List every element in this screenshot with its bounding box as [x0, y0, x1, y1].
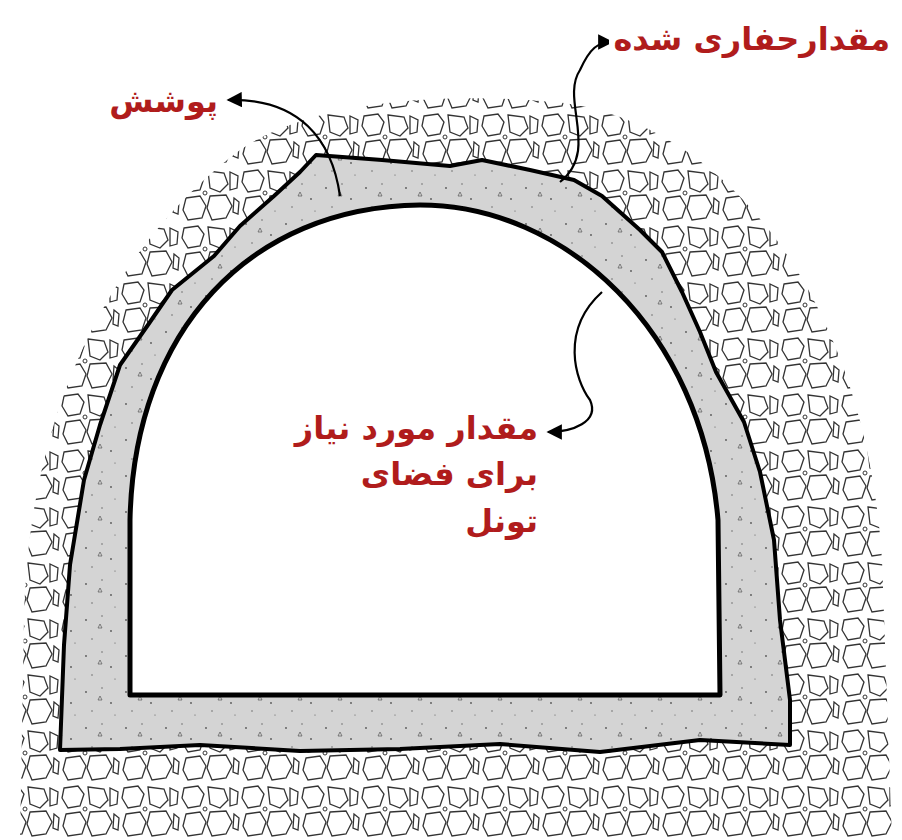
- rock-mass: [20, 98, 892, 840]
- callout-label: مقدار مورد نیاز برای فضای تونل: [284, 405, 542, 544]
- callout-label: پوشش: [105, 78, 222, 124]
- leader-line: [560, 42, 612, 182]
- leader-line: [548, 292, 602, 432]
- leader-line: [228, 100, 340, 196]
- tunnel-opening: [130, 205, 720, 695]
- callout-label: مقدارحفاری شده: [609, 16, 894, 62]
- lining: [60, 155, 790, 752]
